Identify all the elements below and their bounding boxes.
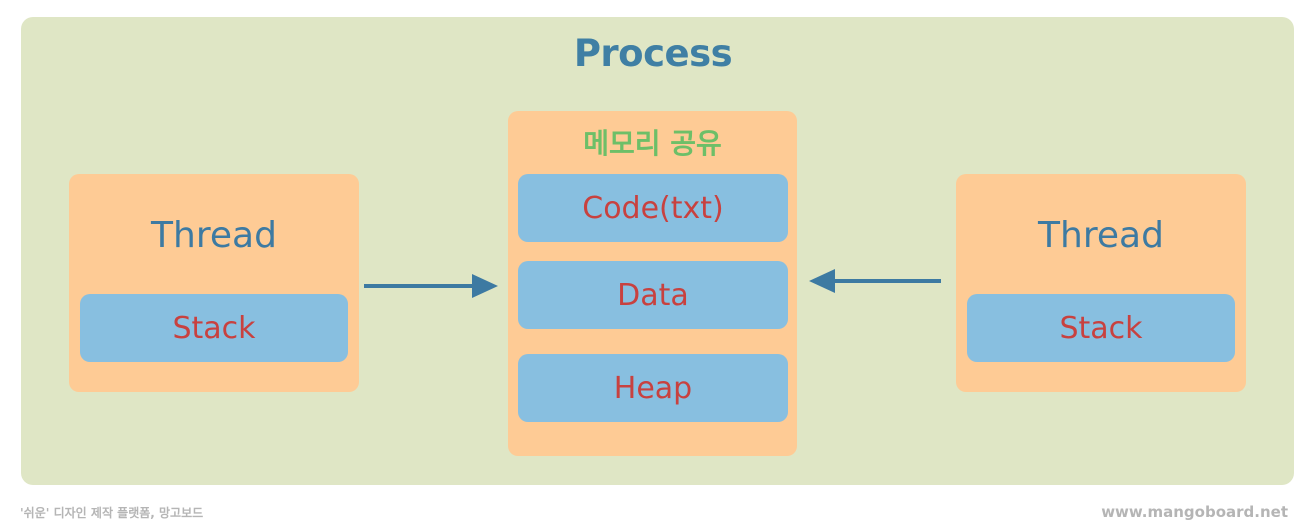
shared-memory-box: 메모리 공유 Code(txt) Data Heap <box>508 111 797 456</box>
data-segment-block: Data <box>518 261 788 329</box>
heap-segment-block: Heap <box>518 354 788 422</box>
code-segment-block: Code(txt) <box>518 174 788 242</box>
right-thread-title: Thread <box>1038 215 1164 256</box>
shared-memory-title: 메모리 공유 <box>583 127 722 160</box>
left-thread-box: Thread Stack <box>69 174 359 392</box>
footer-website-link[interactable]: www.mangoboard.net <box>1101 503 1288 521</box>
right-stack-block: Stack <box>967 294 1235 362</box>
right-thread-box: Thread Stack <box>956 174 1246 392</box>
left-stack-block: Stack <box>80 294 348 362</box>
right-arrow-icon <box>809 269 941 293</box>
footer-brand-text: '쉬운' 디자인 제작 플랫폼, 망고보드 <box>20 506 204 520</box>
left-thread-title: Thread <box>151 215 277 256</box>
process-title: Process <box>573 32 733 75</box>
left-arrow-icon <box>364 274 498 298</box>
